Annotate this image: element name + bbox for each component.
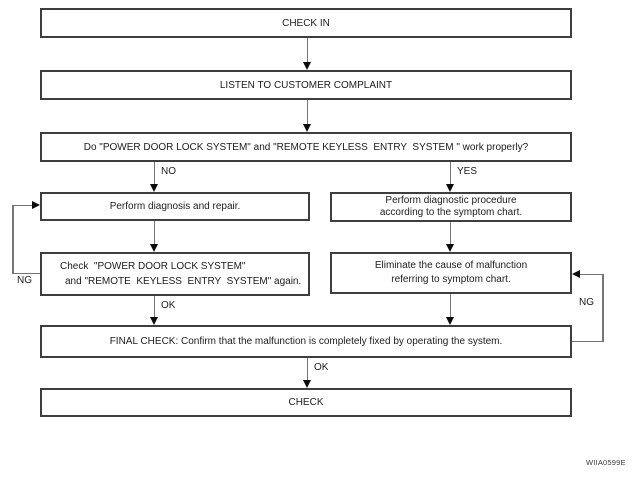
node-diagnostic-procedure: Perform diagnostic procedure according t… bbox=[330, 192, 572, 222]
edge-label-no: NO bbox=[159, 166, 178, 177]
arrow-down-icon bbox=[445, 184, 454, 192]
node-label: Check "POWER DOOR LOCK SYSTEM" bbox=[60, 261, 246, 272]
node-listen-complaint: LISTEN TO CUSTOMER COMPLAINT bbox=[40, 70, 572, 100]
ng-loop-left-vertical-segment bbox=[12, 205, 14, 274]
connector-ok-bottom bbox=[306, 358, 308, 381]
arrow-left-icon bbox=[572, 270, 580, 278]
connector-ok-left bbox=[153, 296, 155, 318]
node-check-again: Check "POWER DOOR LOCK SYSTEM" and "REMO… bbox=[40, 252, 310, 296]
arrow-down-icon bbox=[445, 317, 454, 325]
connector-yes-branch bbox=[449, 162, 451, 185]
node-perform-diagnosis: Perform diagnosis and repair. bbox=[40, 192, 310, 221]
connector-procedure-eliminate bbox=[449, 222, 451, 245]
node-question-work-properly: Do "POWER DOOR LOCK SYSTEM" and "REMOTE … bbox=[40, 132, 572, 162]
node-label: Perform diagnostic procedure bbox=[385, 195, 517, 206]
node-label: referring to symptom chart. bbox=[391, 274, 511, 285]
node-label: LISTEN TO CUSTOMER COMPLAINT bbox=[219, 79, 393, 91]
arrow-down-icon bbox=[302, 62, 311, 70]
node-final-check: FINAL CHECK: Confirm that the malfunctio… bbox=[40, 325, 572, 358]
connector-eliminate-final bbox=[449, 294, 451, 318]
edge-label-ng-left: NG bbox=[15, 275, 34, 286]
connector-checkin-listen bbox=[306, 38, 308, 63]
arrow-down-icon bbox=[302, 124, 311, 132]
node-eliminate-cause: Eliminate the cause of malfunction refer… bbox=[330, 252, 572, 294]
edge-label-ng-right: NG bbox=[577, 297, 596, 308]
node-label: Do "POWER DOOR LOCK SYSTEM" and "REMOTE … bbox=[83, 141, 529, 153]
ng-loop-right-vertical-segment bbox=[602, 274, 604, 342]
node-label: Eliminate the cause of malfunction bbox=[374, 260, 528, 271]
ng-loop-left-bottom-segment bbox=[12, 272, 40, 274]
arrow-down-icon bbox=[149, 244, 158, 252]
arrow-down-icon bbox=[445, 244, 454, 252]
node-label: and "REMOTE KEYLESS ENTRY SYSTEM" again. bbox=[65, 276, 302, 287]
node-label: CHECK bbox=[288, 397, 324, 408]
node-label: Perform diagnosis and repair. bbox=[109, 201, 241, 212]
node-check-in: CHECK IN bbox=[40, 8, 572, 38]
arrow-right-icon bbox=[32, 201, 40, 209]
edge-label-ok-left: OK bbox=[159, 300, 178, 311]
ng-loop-right-top-segment bbox=[579, 273, 603, 275]
ng-loop-left-top-segment bbox=[12, 204, 33, 206]
arrow-down-icon bbox=[149, 184, 158, 192]
connector-listen-question bbox=[306, 100, 308, 125]
edge-label-ok-bottom: OK bbox=[312, 362, 331, 373]
arrow-down-icon bbox=[302, 380, 311, 388]
ng-loop-right-bottom-segment bbox=[572, 340, 603, 342]
node-label: CHECK IN bbox=[282, 17, 330, 29]
connector-no-branch bbox=[153, 162, 155, 185]
edge-label-yes: YES bbox=[455, 166, 480, 177]
node-label: according to the symptom chart. bbox=[379, 207, 523, 218]
node-check: CHECK bbox=[40, 388, 572, 417]
arrow-down-icon bbox=[149, 317, 158, 325]
node-label: FINAL CHECK: Confirm that the malfunctio… bbox=[109, 336, 503, 347]
connector-diagnosis-checkagain bbox=[153, 221, 155, 245]
figure-code-watermark: WIIA0599E bbox=[586, 458, 626, 467]
